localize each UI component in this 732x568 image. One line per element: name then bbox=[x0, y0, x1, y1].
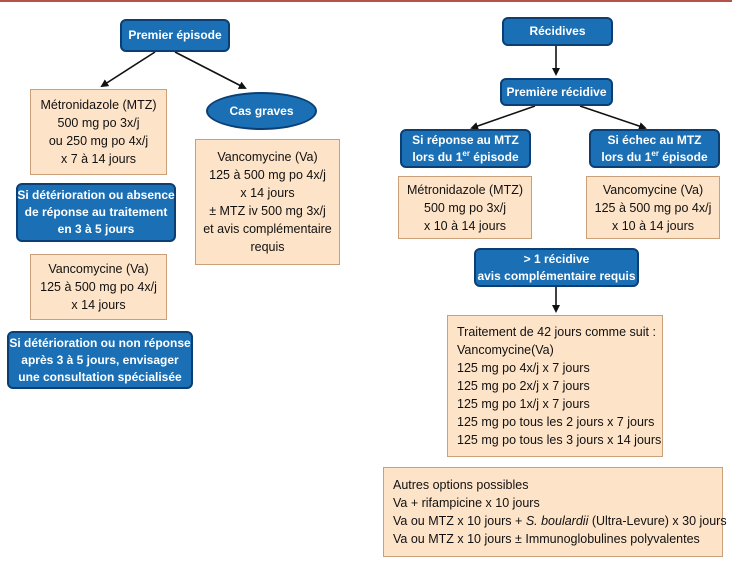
recidives-node: Récidives bbox=[502, 17, 613, 46]
autres-options-box: Autres options possibles Va + rifampicin… bbox=[383, 467, 727, 557]
arrow-premier-to-mtz bbox=[100, 51, 156, 88]
mtz-recidive-box: Métronidazole (MTZ) 500 mg po 3x/j x 10 … bbox=[398, 176, 532, 239]
mtz-premier-episode-box: Métronidazole (MTZ) 500 mg po 3x/j ou 25… bbox=[30, 89, 167, 175]
arrow-premiere-to-reponse bbox=[470, 105, 536, 130]
deterioration-non-reponse-node: Si détérioration ou non réponse après 3 … bbox=[7, 331, 193, 389]
vanco-cas-graves-box: Vancomycine (Va) 125 à 500 mg po 4x/j x … bbox=[195, 139, 340, 265]
premiere-recidive-node: Première récidive bbox=[500, 78, 613, 106]
arrow-premier-to-graves bbox=[174, 51, 247, 89]
deterioration-absence-reponse-node: Si détérioration ou absence de réponse a… bbox=[16, 183, 176, 242]
top-rule bbox=[0, 0, 732, 2]
plus-une-recidive-node: > 1 récidive avis complémentaire requis bbox=[474, 248, 639, 287]
reponse-mtz-node: Si réponse au MTZ lors du 1er épisode bbox=[400, 129, 531, 168]
arrow-premiere-to-echec bbox=[579, 105, 647, 130]
vanco-recidive-box: Vancomycine (Va) 125 à 500 mg po 4x/j x … bbox=[586, 176, 720, 239]
echec-mtz-node: Si échec au MTZ lors du 1er épisode bbox=[589, 129, 720, 168]
cas-graves-node: Cas graves bbox=[206, 92, 317, 130]
traitement-42-jours-box: Traitement de 42 jours comme suit : Vanc… bbox=[447, 315, 663, 457]
vanco-box-left: Vancomycine (Va) 125 à 500 mg po 4x/j x … bbox=[30, 254, 167, 320]
premier-episode-node: Premier épisode bbox=[120, 19, 230, 52]
